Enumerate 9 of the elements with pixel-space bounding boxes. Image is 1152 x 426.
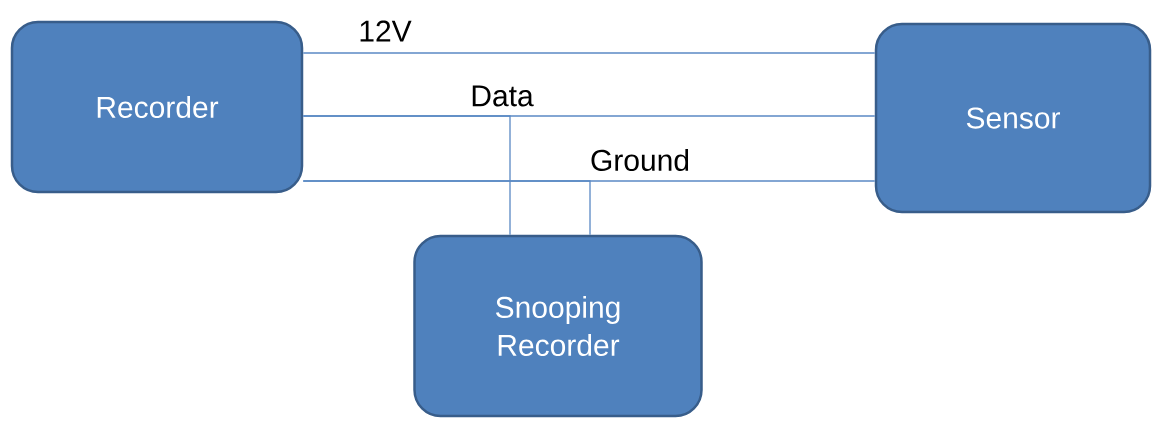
wire xyxy=(302,180,591,236)
edge-label: Data xyxy=(472,85,534,107)
process-box: Sensor xyxy=(874,22,1152,214)
process-box: Snooping Recorder xyxy=(413,234,703,418)
wire xyxy=(302,115,511,236)
process-box: Recorder xyxy=(10,20,304,194)
edge-label: Ground xyxy=(591,149,689,171)
wire xyxy=(302,52,876,54)
edge-label: 12V xyxy=(360,20,412,42)
